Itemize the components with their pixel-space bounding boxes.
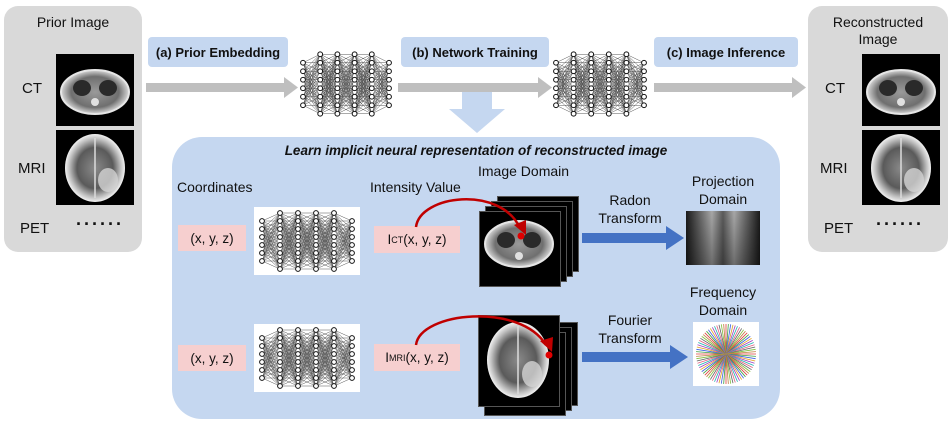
mri-scan-thumbnail: [487, 322, 549, 398]
projection-domain-line1: Projection: [691, 173, 755, 189]
radon-transform-line2: Transform: [598, 210, 662, 226]
frequency-domain-line1: Frequency: [689, 284, 757, 300]
prior-more-dots: ······: [76, 214, 124, 234]
flow-arrow-down: [449, 92, 505, 133]
fourier-transform-line1: Fourier: [607, 312, 653, 328]
ct-scan-thumbnail: [484, 220, 554, 268]
recon-ct-label: CT: [825, 80, 845, 97]
inr-panel-title: Learn implicit neural representation of …: [284, 143, 668, 158]
reconstructed-title-line1: Reconstructed: [832, 14, 924, 30]
prior-image-panel: [4, 6, 142, 252]
neural-network-icon: [259, 327, 355, 389]
prior-image-title: Prior Image: [36, 14, 110, 30]
reconstructed-title-line2: Image: [858, 31, 898, 47]
flow-arrow-c: [654, 77, 806, 98]
mri-scan-thumbnail: [871, 134, 931, 202]
stage-prior-embedding: (a) Prior Embedding: [148, 37, 288, 67]
row1-intensity-sub: CT: [391, 234, 404, 245]
radon-transform-line1: Radon: [609, 192, 651, 208]
recon-mri-label: MRI: [820, 160, 848, 177]
prior-pet-label: PET: [20, 220, 50, 237]
coordinates-label: Coordinates: [177, 179, 253, 195]
mri-intensity-mapping-arrow: [414, 315, 553, 359]
projection-domain-line2: Domain: [698, 191, 748, 207]
stage-network-training: (b) Network Training: [401, 37, 549, 67]
radon-transform-arrow: [582, 226, 684, 250]
neural-network-icon: [259, 210, 355, 272]
fourier-transform-line2: Transform: [598, 330, 662, 346]
mri-scan-thumbnail: [65, 134, 125, 202]
intensity-value-label: Intensity Value: [370, 179, 461, 195]
ct-scan-thumbnail: [60, 69, 130, 115]
fourier-transform-arrow: [582, 345, 688, 369]
row2-intensity-prefix: I: [385, 350, 389, 365]
ct-scan-thumbnail: [866, 69, 936, 115]
row1-coordinate-input: (x, y, z): [178, 225, 246, 251]
row1-intensity-suffix: (x, y, z): [403, 232, 447, 247]
stage-image-inference: (c) Image Inference: [654, 37, 798, 67]
row2-intensity-suffix: (x, y, z): [405, 350, 449, 365]
flow-arrow-a: [146, 77, 298, 98]
ct-intensity-mapping-arrow: [414, 198, 526, 240]
image-domain-label: Image Domain: [478, 163, 570, 179]
row2-coordinate-input: (x, y, z): [178, 345, 246, 371]
recon-more-dots: ······: [876, 214, 924, 234]
reconstructed-image-panel: [808, 6, 948, 252]
row1-intensity-prefix: I: [387, 232, 392, 247]
flow-arrow-b: [398, 77, 552, 98]
frequency-domain-line2: Domain: [698, 302, 748, 318]
recon-pet-label: PET: [824, 220, 854, 237]
prior-ct-label: CT: [22, 80, 42, 97]
frequency-spokes: [696, 324, 756, 384]
prior-mri-label: MRI: [18, 160, 46, 177]
neural-network-icon: [300, 51, 392, 117]
row2-intensity-sub: MRI: [389, 352, 406, 363]
neural-network-icon: [553, 51, 647, 117]
projection-shading: [686, 211, 760, 265]
